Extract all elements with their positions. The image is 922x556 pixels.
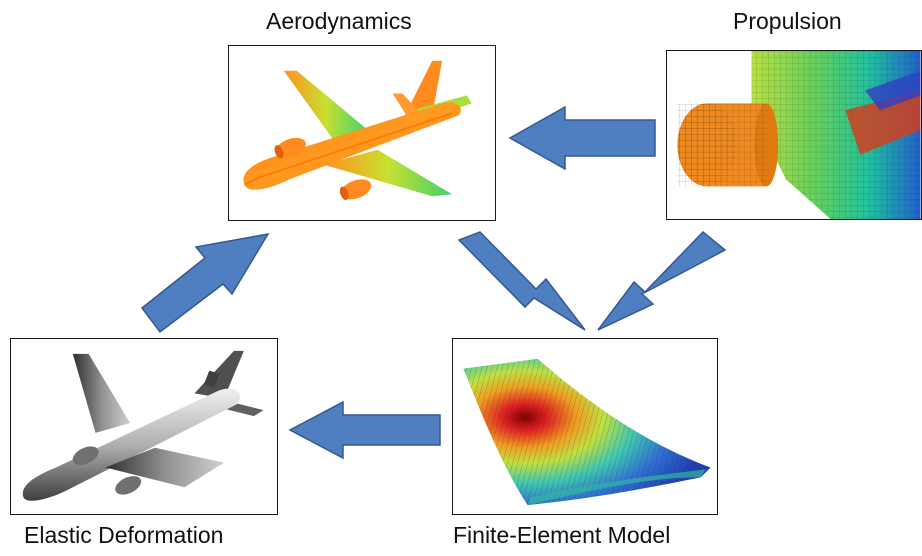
arrow-aerodynamics-to-finite-element xyxy=(457,231,586,331)
finite-element-model-label: Finite-Element Model xyxy=(453,522,671,548)
finite-element-wing-image xyxy=(463,358,711,506)
elastic-deformation-label: Elastic Deformation xyxy=(24,522,224,548)
arrow-elastic-deformation-to-aerodynamics xyxy=(140,232,270,334)
aerodynamics-airplane-image xyxy=(243,60,472,200)
arrow-propulsion-to-finite-element xyxy=(597,230,727,331)
propulsion-engine-image xyxy=(677,51,921,219)
elastic-deformation-airplane-image xyxy=(22,350,264,501)
aerodynamics-label: Aerodynamics xyxy=(266,8,412,34)
propulsion-label: Propulsion xyxy=(733,8,842,34)
finite-element-model-box xyxy=(452,338,718,515)
arrow-finite-element-to-elastic-deformation xyxy=(288,400,441,460)
propulsion-box xyxy=(666,50,922,220)
arrow-propulsion-to-aerodynamics xyxy=(508,105,656,171)
elastic-deformation-box xyxy=(10,338,278,515)
aerodynamics-box xyxy=(228,45,496,221)
